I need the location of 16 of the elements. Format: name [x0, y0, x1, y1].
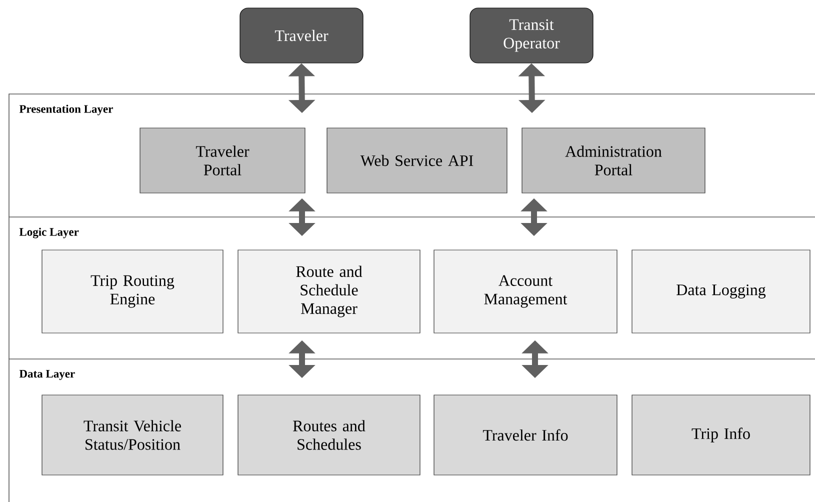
- layer-title: Presentation Layer: [19, 104, 113, 116]
- component-box: Trip Routing Engine: [42, 250, 224, 334]
- data-box: Transit Vehicle Status/Position: [42, 394, 224, 476]
- actor-box: Traveler: [240, 8, 364, 64]
- layer-title: Data Layer: [19, 370, 75, 380]
- layer-title: Logic Layer: [19, 228, 79, 238]
- actor-box: Transit Operator: [470, 8, 594, 64]
- portal-box: Administration Portal: [522, 128, 706, 194]
- data-box: Trip Info: [632, 394, 810, 476]
- component-box: Data Logging: [632, 250, 810, 334]
- component-box: Account Management: [434, 250, 618, 334]
- component-box: Route and Schedule Manager: [238, 250, 420, 334]
- portal-box: Web Service API: [326, 128, 508, 194]
- portal-box: Traveler Portal: [140, 128, 306, 194]
- data-box: Traveler Info: [434, 394, 618, 476]
- data-box: Routes and Schedules: [238, 394, 420, 476]
